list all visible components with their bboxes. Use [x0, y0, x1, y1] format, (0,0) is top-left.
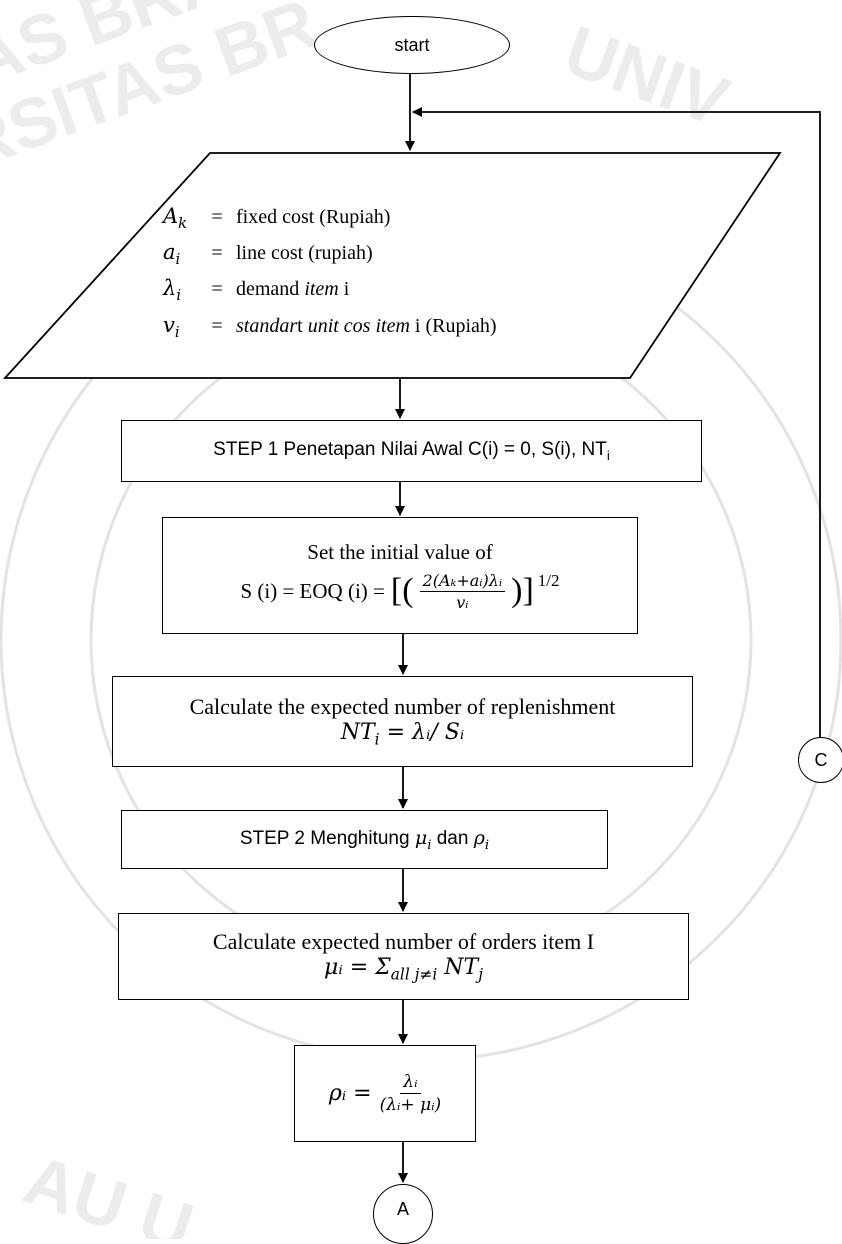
orders-line1: Calculate expected number of orders item… [212, 929, 595, 955]
eoq-formula: S (i) = EOQ (i) = [( 2(Aₖ+aᵢ)λᵢ vᵢ )] 1/… [240, 570, 560, 612]
set-initial-line1: Set the initial value of [307, 539, 493, 564]
input-row-ak: Ak= fixed cost (Rupiah) [163, 204, 391, 233]
set-initial-value-box: Set the initial value of S (i) = EOQ (i)… [162, 517, 638, 634]
connector-c: C [798, 737, 842, 783]
replenishment-formula: NTi = λᵢ/ Sᵢ [340, 720, 465, 749]
input-definitions: Ak= fixed cost (Rupiah) ai= line cost (r… [163, 202, 633, 347]
replenishment-box: Calculate the expected number of repleni… [112, 676, 693, 767]
step1-box: STEP 1 Penetapan Nilai Awal C(i) = 0, S(… [121, 420, 702, 482]
input-row-ai: ai= line cost (rupiah) [163, 240, 373, 269]
connector-a: A [373, 1184, 433, 1244]
start-label: start [394, 34, 430, 55]
expected-orders-box: Calculate expected number of orders item… [118, 913, 689, 1000]
rho-box: ρᵢ = λᵢ (λᵢ+ μᵢ) [294, 1045, 476, 1142]
input-parallelogram [2, 152, 782, 379]
step1-label: STEP 1 Penetapan Nilai Awal C(i) = 0, S(… [213, 439, 610, 463]
orders-formula: μᵢ = Σall j≠i NTj [324, 955, 483, 984]
input-row-vi: vi= standart unit cos item i (Rupiah) [163, 312, 497, 341]
replenishment-line1: Calculate the expected number of repleni… [189, 694, 616, 720]
input-row-lambda: λi= demand item i [163, 276, 350, 305]
connector-a-label: A [396, 1198, 409, 1219]
step2-box: STEP 2 Menghitung μi dan ρi [121, 810, 608, 869]
start-terminal: start [314, 16, 510, 74]
connector-c-label: C [814, 749, 828, 770]
step2-label: STEP 2 Menghitung μi dan ρi [239, 826, 490, 853]
rho-formula: ρᵢ = λᵢ (λᵢ+ μᵢ) [328, 1072, 442, 1115]
